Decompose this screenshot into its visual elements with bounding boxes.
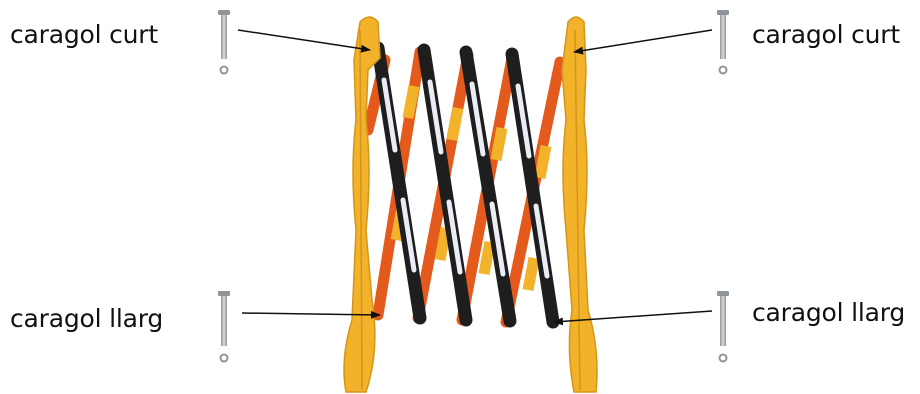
right-post bbox=[562, 17, 597, 392]
bolt-icon-bottom-left bbox=[218, 291, 230, 362]
bolt-icon-top-left bbox=[218, 10, 230, 74]
arrow-top-left bbox=[238, 30, 370, 50]
scissor-barrier-image bbox=[344, 17, 597, 392]
label-top-right: caragol curt bbox=[752, 22, 900, 47]
bolt-icon-bottom-right bbox=[717, 291, 729, 362]
bolt-icon-top-right bbox=[717, 10, 729, 74]
left-post bbox=[344, 17, 380, 392]
label-bottom-left: caragol llarg bbox=[10, 306, 163, 331]
label-bottom-right: caragol llarg bbox=[752, 300, 905, 325]
arrow-top-right bbox=[574, 30, 712, 52]
label-top-left: caragol curt bbox=[10, 22, 158, 47]
